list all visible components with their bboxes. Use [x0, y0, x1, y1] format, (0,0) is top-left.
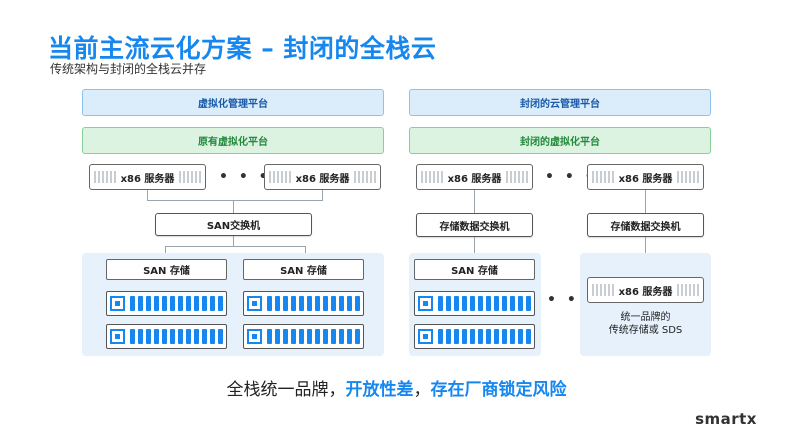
server-grille — [354, 171, 377, 183]
right-sds-panel — [580, 253, 711, 356]
slogan-part3: ， — [413, 380, 431, 400]
server-grille — [677, 284, 700, 296]
slogan-part1: 全栈统一品牌， — [226, 380, 346, 400]
server-label: x86 服务器 — [120, 173, 175, 185]
server-grille — [269, 171, 291, 183]
sds-note-line2: 传统存储或 SDS — [608, 325, 683, 336]
server-grille — [506, 171, 529, 183]
server-label: x86 服务器 — [447, 173, 502, 185]
server-grille — [677, 171, 700, 183]
server-label: x86 服务器 — [618, 286, 673, 298]
right-server-2: x86 服务器 — [587, 164, 704, 190]
disk-icon — [247, 296, 262, 311]
disk-array — [414, 291, 535, 316]
brand-logo: smartx — [695, 410, 757, 428]
connector-line — [474, 190, 475, 213]
connector-line — [233, 236, 234, 246]
slogan: 全栈统一品牌，开放性差，存在厂商锁定风险 — [0, 375, 793, 400]
left-server-1: x86 服务器 — [89, 164, 206, 190]
right-virt-platform: 封闭的虚拟化平台 — [409, 127, 711, 154]
left-san-switch: SAN交换机 — [155, 213, 312, 236]
server-grille — [421, 171, 443, 183]
slogan-part2: 开放性差 — [345, 380, 414, 400]
disk-icon — [418, 296, 433, 311]
right-storage-switch-2: 存储数据交换机 — [587, 213, 704, 237]
connector-line — [147, 190, 148, 200]
server-grille — [179, 171, 202, 183]
sds-note-line1: 统一品牌的 — [620, 312, 671, 323]
disk-icon — [247, 329, 262, 344]
right-mgmt-platform: 封闭的云管理平台 — [409, 89, 711, 116]
left-server-2: x86 服务器 — [264, 164, 381, 190]
disk-array — [243, 291, 364, 316]
left-virt-platform: 原有虚拟化平台 — [82, 127, 384, 154]
right-server-3: x86 服务器 — [587, 277, 704, 303]
connector-line — [322, 190, 323, 200]
right-storage-switch-1: 存储数据交换机 — [416, 213, 533, 237]
disk-icon — [110, 296, 125, 311]
disk-icon — [418, 329, 433, 344]
left-mgmt-platform: 虚拟化管理平台 — [82, 89, 384, 116]
connector-line — [305, 246, 306, 258]
connector-line — [165, 246, 305, 247]
server-grille — [94, 171, 116, 183]
right-ellipsis-top: • • • — [545, 169, 597, 185]
connector-line — [165, 246, 166, 258]
left-san-storage-1: SAN 存储 — [106, 259, 227, 280]
left-san-storage-2: SAN 存储 — [243, 259, 364, 280]
connector-line — [474, 237, 475, 253]
server-grille — [592, 284, 614, 296]
connector-line — [233, 200, 234, 213]
page-title: 当前主流云化方案 – 封闭的全栈云 — [48, 34, 437, 63]
left-ellipsis: • • • — [219, 169, 271, 185]
disk-icon — [110, 329, 125, 344]
server-grille — [592, 171, 614, 183]
disk-array — [243, 324, 364, 349]
sds-note: 统一品牌的 传统存储或 SDS — [580, 311, 711, 337]
slogan-part4: 存在厂商锁定风险 — [430, 380, 567, 400]
connector-line — [147, 200, 323, 201]
disk-array — [106, 324, 227, 349]
page-subtitle: 传统架构与封闭的全栈云并存 — [50, 62, 207, 76]
connector-line — [645, 190, 646, 213]
server-label: x86 服务器 — [618, 173, 673, 185]
disk-array — [414, 324, 535, 349]
right-server-1: x86 服务器 — [416, 164, 533, 190]
right-san-storage: SAN 存储 — [414, 259, 535, 280]
disk-array — [106, 291, 227, 316]
server-label: x86 服务器 — [295, 173, 350, 185]
